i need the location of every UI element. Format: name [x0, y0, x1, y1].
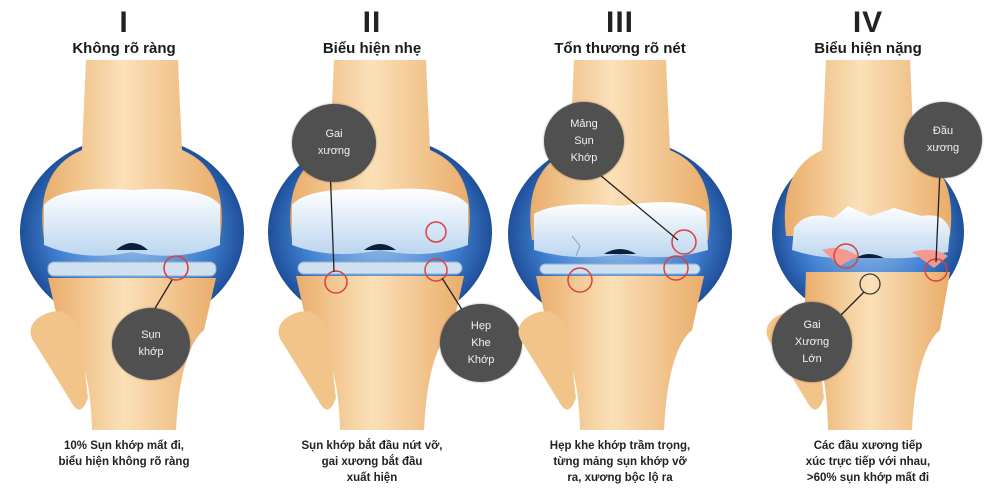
- callout-line: Gai: [325, 126, 342, 143]
- caption-line: xúc trực tiếp với nhau,: [758, 454, 978, 470]
- callout-line: xương: [927, 140, 959, 157]
- stage-title: Biểu hiện nhẹ: [248, 40, 496, 57]
- meniscus: [48, 262, 216, 276]
- stage-title: Biểu hiện nặng: [744, 40, 992, 57]
- callout-line: Xương: [795, 334, 829, 351]
- stage-caption: Hẹp khe khớp trầm trọng, từng mảng sụn k…: [510, 438, 730, 486]
- stage-panel-3: III Tổn thương rõ nét Mảng Sụn Khớp Hẹp …: [496, 0, 744, 489]
- stage-caption: 10% Sụn khớp mất đi, biểu hiện không rõ …: [14, 438, 234, 470]
- knee-joint-illustration: [496, 0, 744, 430]
- callout-line: Sụn: [574, 133, 594, 150]
- caption-line: Sụn khớp bắt đầu nứt vỡ,: [262, 438, 482, 454]
- stage-numeral: I: [0, 6, 248, 40]
- stage-numeral: IV: [744, 6, 992, 40]
- caption-line: từng mảng sụn khớp vỡ: [510, 454, 730, 470]
- callout-line: Gai: [803, 317, 820, 334]
- caption-line: gai xương bắt đầu: [262, 454, 482, 470]
- meniscus: [540, 264, 700, 274]
- caption-line: ra, xương bộc lộ ra: [510, 470, 730, 486]
- callout-line: Khớp: [468, 352, 495, 369]
- callout-line: Lớn: [802, 351, 821, 368]
- stage-numeral: III: [496, 6, 744, 40]
- meniscus: [298, 262, 462, 274]
- callout-bone-spur: Gai xương: [292, 104, 376, 182]
- caption-line: xuất hiện: [262, 470, 482, 486]
- callout-cartilage-fragment: Mảng Sụn Khớp: [544, 102, 624, 180]
- stage-panel-4: IV Biểu hiện nặng Đầu xương Gai Xương Lớ…: [744, 0, 992, 489]
- stage-panel-2: II Biểu hiện nhẹ Gai xương Hẹp Khe Khớp …: [248, 0, 496, 489]
- caption-line: biểu hiện không rõ ràng: [14, 454, 234, 470]
- stage-caption: Các đầu xương tiếp xúc trực tiếp với nha…: [758, 438, 978, 486]
- callout-line: Hẹp: [471, 318, 491, 335]
- callout-bone-end: Đầu xương: [904, 102, 982, 178]
- callout-line: Đầu: [933, 123, 953, 140]
- callout-line: khớp: [139, 344, 164, 361]
- caption-line: 10% Sụn khớp mất đi,: [14, 438, 234, 454]
- callout-line: Khe: [471, 335, 491, 352]
- caption-line: >60% sụn khớp mất đi: [758, 470, 978, 486]
- callout-line: Mảng: [570, 116, 598, 133]
- stage-caption: Sụn khớp bắt đầu nứt vỡ, gai xương bắt đ…: [262, 438, 482, 486]
- callout-line: Khớp: [571, 150, 598, 167]
- callout-line: Sụn: [141, 327, 161, 344]
- callout-cartilage: Sụn khớp: [112, 308, 190, 380]
- callout-line: xương: [318, 143, 350, 160]
- callout-large-bone-spur: Gai Xương Lớn: [772, 302, 852, 382]
- caption-line: Hẹp khe khớp trầm trọng,: [510, 438, 730, 454]
- caption-line: Các đầu xương tiếp: [758, 438, 978, 454]
- stage-numeral: II: [248, 6, 496, 40]
- stage-title: Tổn thương rõ nét: [496, 40, 744, 57]
- stage-title: Không rõ ràng: [0, 40, 248, 57]
- stage-panel-1: I Không rõ ràng Sụn khớp 10% Sụn khớp mấ…: [0, 0, 248, 489]
